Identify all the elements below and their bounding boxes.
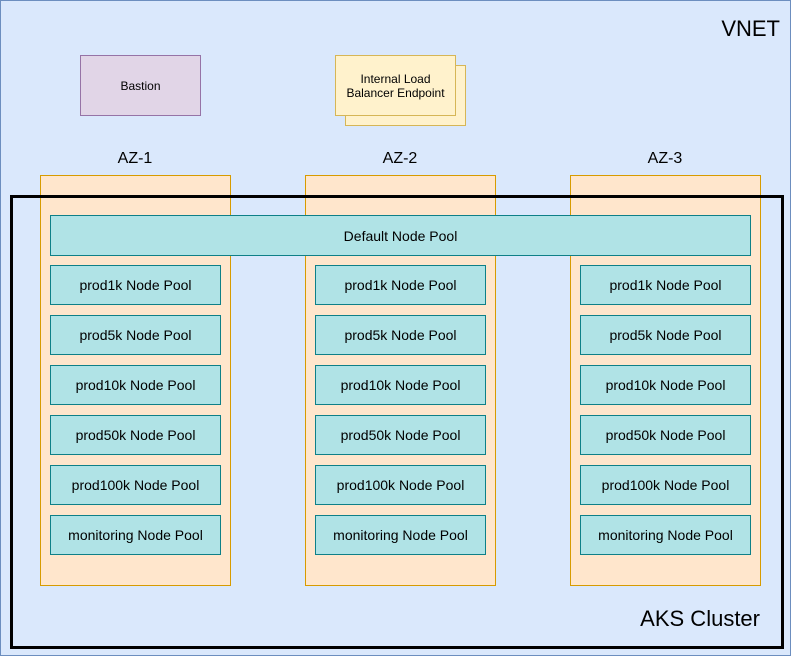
node-pool-label: prod50k Node Pool <box>75 427 196 443</box>
az-1-label: AZ-1 <box>117 150 153 167</box>
vnet-label: VNET <box>721 16 780 41</box>
ilb-endpoint-label: Internal Load Balancer Endpoint <box>346 71 445 100</box>
az3-prod1k-node-pool: prod1k Node Pool <box>580 265 751 305</box>
node-pool-label: prod10k Node Pool <box>605 377 726 393</box>
node-pool-label: prod100k Node Pool <box>601 477 730 493</box>
node-pool-label: prod1k Node Pool <box>79 277 192 293</box>
az1-prod5k-node-pool: prod5k Node Pool <box>50 315 221 355</box>
az-2-label: AZ-2 <box>382 150 418 167</box>
az2-prod100k-node-pool: prod100k Node Pool <box>315 465 486 505</box>
az-3-label: AZ-3 <box>647 150 683 167</box>
node-pool-label: prod5k Node Pool <box>79 327 192 343</box>
default-node-pool: Default Node Pool <box>50 215 751 256</box>
node-pool-label: prod5k Node Pool <box>344 327 457 343</box>
az2-prod50k-node-pool: prod50k Node Pool <box>315 415 486 455</box>
node-pool-label: prod100k Node Pool <box>336 477 465 493</box>
node-pool-label: prod10k Node Pool <box>340 377 461 393</box>
az3-prod50k-node-pool: prod50k Node Pool <box>580 415 751 455</box>
ilb-endpoint-box: Internal Load Balancer Endpoint <box>335 55 456 116</box>
az2-prod1k-node-pool: prod1k Node Pool <box>315 265 486 305</box>
az2-monitoring-node-pool: monitoring Node Pool <box>315 515 486 555</box>
aks-cluster-label: AKS Cluster <box>640 606 760 631</box>
node-pool-label: prod50k Node Pool <box>340 427 461 443</box>
az1-prod1k-node-pool: prod1k Node Pool <box>50 265 221 305</box>
node-pool-label: prod10k Node Pool <box>75 377 196 393</box>
az2-prod10k-node-pool: prod10k Node Pool <box>315 365 486 405</box>
az3-prod10k-node-pool: prod10k Node Pool <box>580 365 751 405</box>
az1-monitoring-node-pool: monitoring Node Pool <box>50 515 221 555</box>
node-pool-label: prod1k Node Pool <box>344 277 457 293</box>
node-pool-label: prod100k Node Pool <box>71 477 200 493</box>
bastion-label: Bastion <box>120 78 161 93</box>
aks-cluster-boundary <box>10 195 784 649</box>
az3-prod5k-node-pool: prod5k Node Pool <box>580 315 751 355</box>
bastion-box: Bastion <box>80 55 201 116</box>
node-pool-label: prod1k Node Pool <box>609 277 722 293</box>
node-pool-label: prod5k Node Pool <box>609 327 722 343</box>
az3-prod100k-node-pool: prod100k Node Pool <box>580 465 751 505</box>
node-pool-label: monitoring Node Pool <box>598 527 733 543</box>
az1-prod10k-node-pool: prod10k Node Pool <box>50 365 221 405</box>
node-pool-label: monitoring Node Pool <box>68 527 203 543</box>
node-pool-label: monitoring Node Pool <box>333 527 468 543</box>
default-node-pool-label: Default Node Pool <box>343 227 458 244</box>
az2-prod5k-node-pool: prod5k Node Pool <box>315 315 486 355</box>
az3-monitoring-node-pool: monitoring Node Pool <box>580 515 751 555</box>
az1-prod100k-node-pool: prod100k Node Pool <box>50 465 221 505</box>
az1-prod50k-node-pool: prod50k Node Pool <box>50 415 221 455</box>
node-pool-label: prod50k Node Pool <box>605 427 726 443</box>
